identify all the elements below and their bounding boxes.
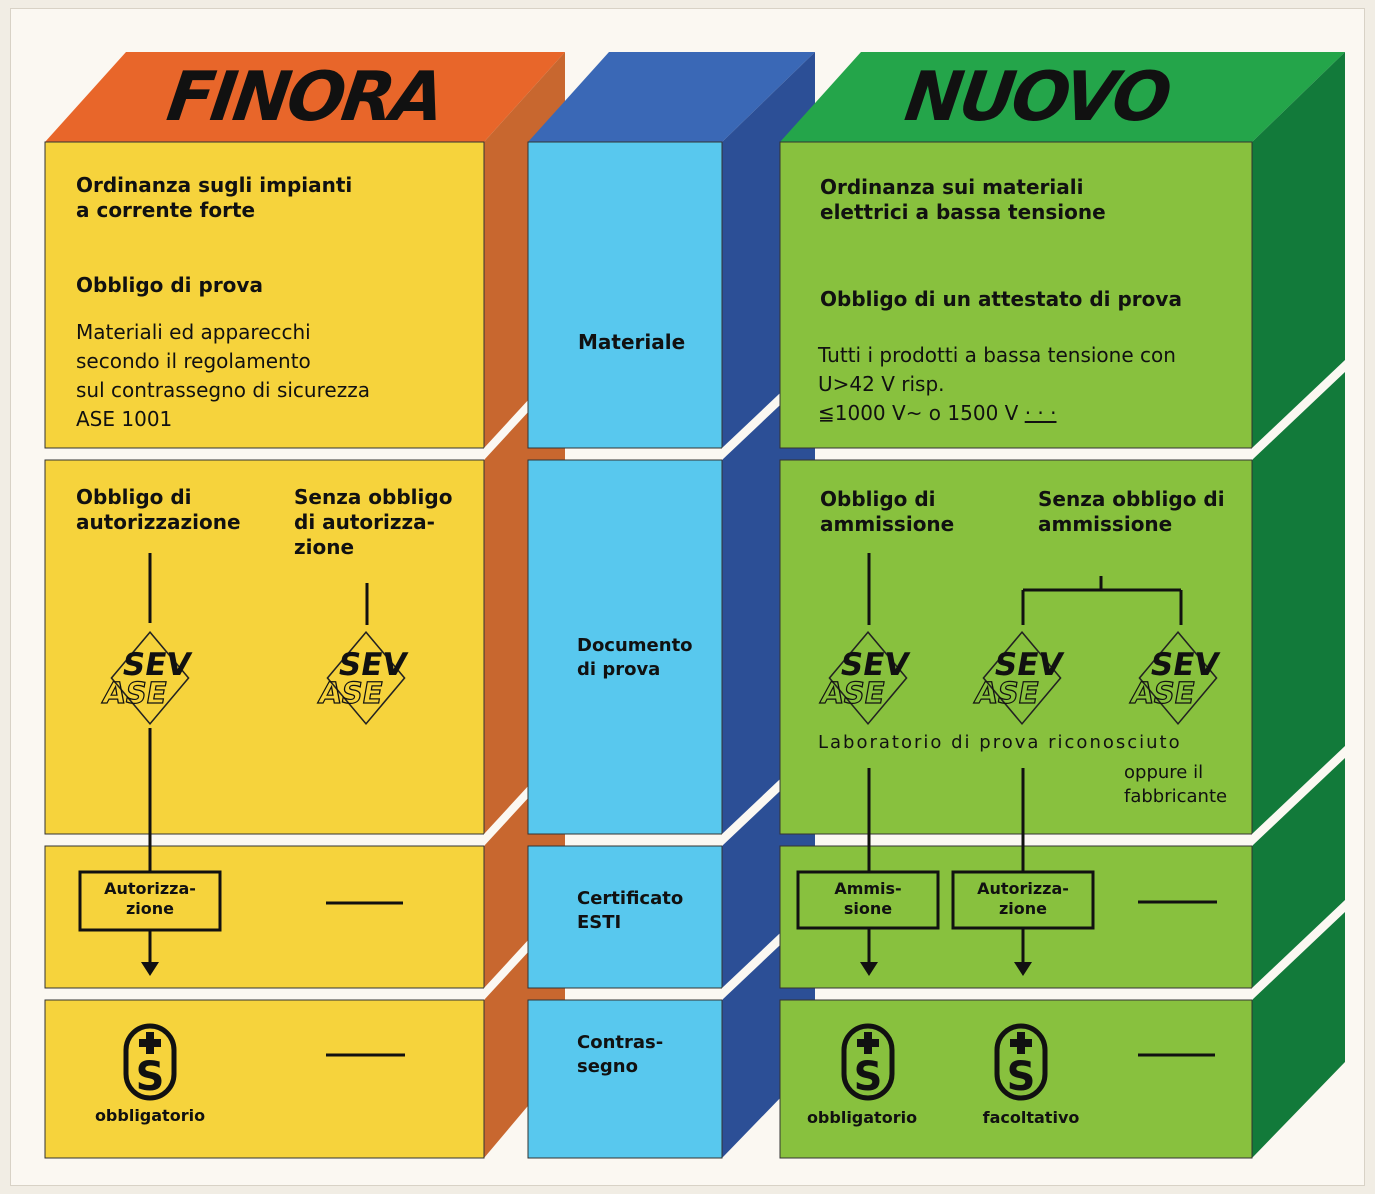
- finora-title: FINORA: [162, 58, 448, 137]
- nuovo-lab-text: Laboratorio di prova riconosciuto: [818, 732, 1182, 753]
- nuovo-row-material: [779, 141, 1253, 449]
- finora-law: Ordinanza sugli impianti a corrente fort…: [76, 173, 353, 222]
- finora-auth-box: [78, 870, 222, 932]
- middle-row-cert: [527, 845, 723, 989]
- middle-material: Materiale: [578, 330, 686, 354]
- finora-row-cert: [44, 845, 485, 989]
- finora-row-testdoc: [44, 459, 485, 835]
- middle-test-doc: Documento di prova: [577, 635, 693, 680]
- middle-block: [527, 52, 815, 1159]
- finora-arrowhead: [141, 962, 159, 976]
- nuovo-law: Ordinanza sui materiali elettrici a bass…: [820, 175, 1106, 224]
- middle-mark: Contras- segno: [577, 1032, 664, 1077]
- nuovo-col-adm: Obbligo di ammissione: [820, 487, 955, 536]
- finora-scope: Materiali ed apparecchi secondo il regol…: [76, 320, 370, 431]
- nuovo-top-face: [780, 52, 1345, 142]
- nuovo-gap-3: [1252, 900, 1345, 1000]
- finora-connectors: [78, 553, 405, 1057]
- finora-auth-box-label: Autorizza- zione: [104, 879, 196, 918]
- nuovo-or-maker: oppure il fabbricante: [1124, 762, 1228, 807]
- nuovo-side-face: [1252, 52, 1345, 1158]
- middle-top-face: [528, 52, 815, 142]
- middle-row-testdoc: [527, 459, 723, 835]
- nuovo-mark-optional-label: facoltativo: [982, 1108, 1080, 1127]
- nuovo-scope: Tutti i prodotti a bassa tensione con U>…: [818, 343, 1176, 425]
- middle-row-material: [527, 141, 723, 449]
- nuovo-auth-box-label: Autorizza- zione: [977, 879, 1069, 918]
- finora-row-mark: [44, 999, 485, 1159]
- finora-mark-label: obbligatorio: [94, 1106, 206, 1125]
- finora-top-face: [45, 52, 565, 142]
- nuovo-duty: Obbligo di un attestato di prova: [820, 287, 1182, 311]
- nuovo-arrowhead-auth: [1014, 962, 1032, 976]
- nuovo-adm-box-label: Ammis- sione: [834, 879, 902, 918]
- finora-duty: Obbligo di prova: [76, 273, 263, 297]
- nuovo-gap-1: [1252, 360, 1345, 460]
- nuovo-connectors: [796, 553, 1217, 1057]
- middle-certificate: Certificato ESTI: [577, 888, 684, 933]
- nuovo-arrowhead-adm: [860, 962, 878, 976]
- middle-row-mark: [527, 999, 723, 1159]
- nuovo-col-noadm: Senza obbligo di ammissione: [1038, 487, 1225, 536]
- finora-col-auth: Obbligo di autorizzazione: [76, 485, 241, 534]
- nuovo-gap-2: [1252, 746, 1345, 846]
- finora-block: [44, 52, 565, 1159]
- nuovo-scope-dots: · · ·: [1024, 401, 1057, 425]
- nuovo-title: NUOVO: [900, 58, 1174, 137]
- finora-col-noauth: Senza obbligo di autorizza- zione: [294, 485, 453, 559]
- finora-row-material: [44, 141, 485, 449]
- nuovo-mark-mandatory-label: obbligatorio: [806, 1108, 918, 1127]
